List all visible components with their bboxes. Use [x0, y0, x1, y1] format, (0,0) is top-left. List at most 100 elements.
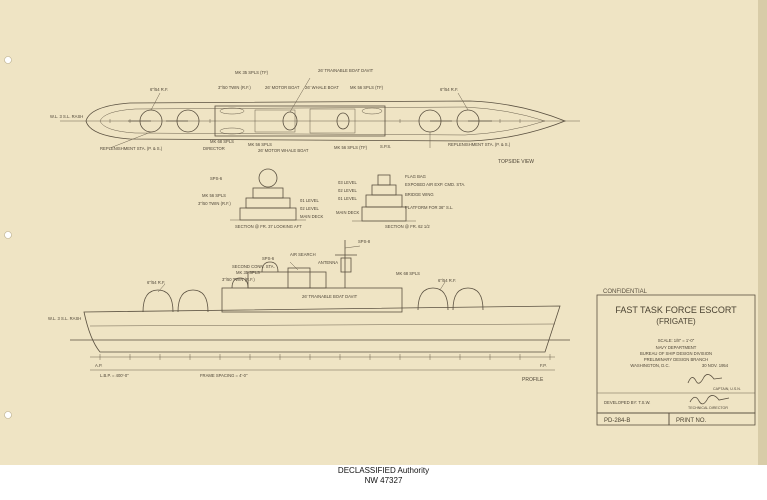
boat — [361, 107, 383, 115]
label-flag-bag: FLAG BAG — [405, 174, 426, 179]
punch-hole — [4, 411, 12, 419]
signature-director — [689, 395, 730, 405]
label-sps6: SPS-6 — [210, 176, 223, 181]
leader — [150, 92, 161, 111]
section-level — [245, 197, 291, 209]
turret-profile-aft-1 — [177, 289, 209, 313]
label-refuel-aft: REPLENISHMENT STA. (P. & S.) — [100, 146, 163, 151]
print-no: PRINT NO. — [676, 418, 707, 424]
label-trainable-davit: 26' TRAINABLE BOAT DAVIT — [318, 68, 374, 73]
antenna — [344, 245, 361, 249]
label-mk68-profile: MK 68 SPLS — [396, 271, 420, 276]
frame-ticks — [109, 119, 521, 123]
label-gun-fwd: 6"/54 R.F. — [440, 87, 458, 92]
label-03-level: 03 LEVEL — [338, 180, 358, 185]
section-aft: 03 LEVEL 02 LEVEL 01 LEVEL MAIN DECK FLA… — [336, 174, 465, 229]
hull-profile — [83, 305, 561, 353]
captain-title: CAPTAIN, U.S.N. — [713, 387, 741, 391]
label-mk56: MK 56 SPLS — [248, 142, 272, 147]
label-refuel-fwd: REPLENISHMENT STA. (P. & S.) — [448, 142, 511, 147]
sheet-edge — [758, 0, 767, 465]
director-profile — [261, 261, 279, 273]
profile-view: 6"/54 R.F. 6"/54 R.F. SECOND CONN. STA. … — [48, 239, 570, 383]
label-sps: S.P.S. — [380, 144, 391, 149]
label-bridge-wing: BRIDGE WING — [405, 192, 434, 197]
turret-profile-fwd-1 — [417, 287, 449, 311]
label-mk35-profile: MK 35 SPLS — [236, 270, 260, 275]
frame-scale-ticks — [99, 354, 551, 360]
label-gun-fwd-profile: 6"/54 R.F. — [438, 278, 456, 283]
turret-profile-aft-2 — [142, 289, 174, 313]
deckhouse — [309, 108, 356, 134]
developed-by: DEVELOPED BY: T.S.W. — [604, 400, 650, 405]
leader — [289, 261, 299, 271]
label-01-level-aft: 01 LEVEL — [338, 196, 358, 201]
label-mk35: MK 35 SPLS (TF) — [235, 70, 269, 75]
drawing-date: 30 NOV. 1954 — [702, 363, 729, 368]
label-frame-spacing: FRAME SPACING = 4'-0" — [200, 373, 248, 378]
punch-hole — [4, 231, 12, 239]
deck-line — [89, 323, 556, 327]
label-gun-aft-profile: 6"/54 R.F. — [147, 280, 165, 285]
mount-3in — [231, 277, 249, 289]
deck-edge — [99, 106, 546, 136]
label-main-deck-aft: MAIN DECK — [336, 210, 359, 215]
label-boat-1: 26' MOTOR BOAT — [265, 85, 300, 90]
org-line-2: BUREAU OF SHIP DESIGN DIVISION — [640, 351, 712, 356]
leader — [109, 131, 152, 149]
label-ap: A.P. — [95, 363, 102, 368]
title-block: CONFIDENTIAL FAST TASK FORCE ESCORT (FRI… — [596, 289, 756, 426]
label-antenna1: ANTENNA — [318, 260, 338, 265]
org-line-1: NAVY DEPARTMENT — [656, 345, 697, 350]
section-level — [371, 184, 397, 196]
label-sps6-profile: SPS-6 — [262, 256, 275, 261]
section-fwd: SPS-6 MK 56 SPLS 3"/50 TWIN (R.F.) 01 LE… — [198, 168, 323, 229]
label-wl-aft: W.L. 3 S.L. RASH — [50, 114, 83, 119]
upper-deckhouse — [247, 271, 327, 289]
label-01-level: 01 LEVEL — [300, 198, 320, 203]
director-section — [258, 168, 278, 188]
label-lbp: L.B.P. = 400'-0" — [100, 373, 129, 378]
drawing-title: FAST TASK FORCE ESCORT — [615, 305, 737, 315]
label-dir: MK 56 SPLS (TF) — [350, 85, 384, 90]
drawing-subtitle: (FRIGATE) — [656, 317, 696, 326]
label-boat-davit: 26' TRAINABLE BOAT DAVIT — [302, 294, 358, 299]
label-platform-sl: PLATFORM FOR 36" S.L. — [405, 205, 453, 210]
label-fp: F.P. — [540, 363, 547, 368]
footer-line-1: DECLASSIFIED Authority — [337, 466, 430, 475]
label-section-fwd: SECTION @ FR. 37 LOOKING AFT — [235, 224, 302, 229]
section-level — [361, 206, 407, 222]
leader — [289, 77, 311, 113]
label-02-level-aft: 02 LEVEL — [338, 188, 358, 193]
turret-profile-fwd-2 — [452, 287, 484, 311]
label-3in-sec: 3"/50 TWIN (R.F.) — [198, 201, 231, 206]
label-3in-profile: 3"/50 TWIN (R.F.) — [222, 277, 255, 282]
declassification-footer: DECLASSIFIED Authority NW 47327 — [0, 466, 767, 486]
org-line-3: PRELIMINARY DESIGN BRANCH — [644, 357, 708, 362]
print-no-box — [668, 412, 756, 426]
label-second-conn: SECOND CONN. STA. — [232, 264, 275, 269]
punch-hole — [4, 56, 12, 64]
label-wl-profile: W.L. 3 S.L. RASH — [48, 316, 81, 321]
label-section-aft: SECTION @ FR. 62 1/2 — [385, 224, 430, 229]
signature-captain — [687, 374, 723, 384]
boat — [219, 107, 245, 115]
label-mk68: MK 68 SPLS — [210, 139, 234, 144]
topside-view: 6"/54 R.F. 6"/54 R.F. W.L. 3 S.L. RASH M… — [50, 68, 580, 165]
label-profile: PROFILE — [522, 377, 544, 383]
label-radar: DIRECTOR — [203, 146, 225, 151]
footer-line-2: NW 47327 — [364, 476, 403, 485]
deckhouse — [254, 109, 296, 133]
section-level — [377, 174, 391, 186]
blueprint-sheet: 6"/54 R.F. 6"/54 R.F. W.L. 3 S.L. RASH M… — [0, 0, 767, 465]
label-02-level: 02 LEVEL — [300, 206, 320, 211]
funnel-profile — [287, 267, 311, 289]
classification-stamp: CONFIDENTIAL — [603, 289, 648, 295]
label-motor-whaleboat: 26' MOTOR WHALE BOAT — [258, 148, 309, 153]
label-mk56-sec: MK 56 SPLS — [202, 193, 226, 198]
label-exposed-air: EXPOSED AIR EXP. CMD. STA. — [405, 182, 465, 187]
drawing-number: PD-284-B — [604, 418, 630, 424]
section-level — [239, 207, 297, 221]
label-sps8: SPS-8 — [358, 239, 371, 244]
radar-platform — [340, 257, 352, 273]
